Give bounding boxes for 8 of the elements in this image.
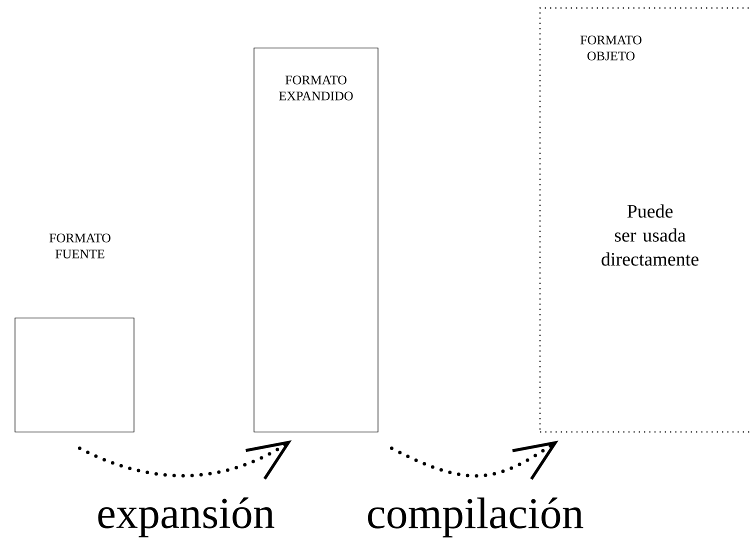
box: FORMATO OBJETO Puede ser usada directamente	[539, 7, 751, 433]
edge-label: expansión	[98, 497, 274, 538]
box: FORMATO FUENTE	[14, 234, 134, 432]
arrow	[390, 440, 558, 480]
node-label: FORMATO FUENTE	[49, 234, 110, 258]
edge-label: compilación	[368, 497, 584, 538]
box: FORMATO EXPANDIDO	[254, 48, 378, 432]
arrow	[78, 440, 292, 480]
